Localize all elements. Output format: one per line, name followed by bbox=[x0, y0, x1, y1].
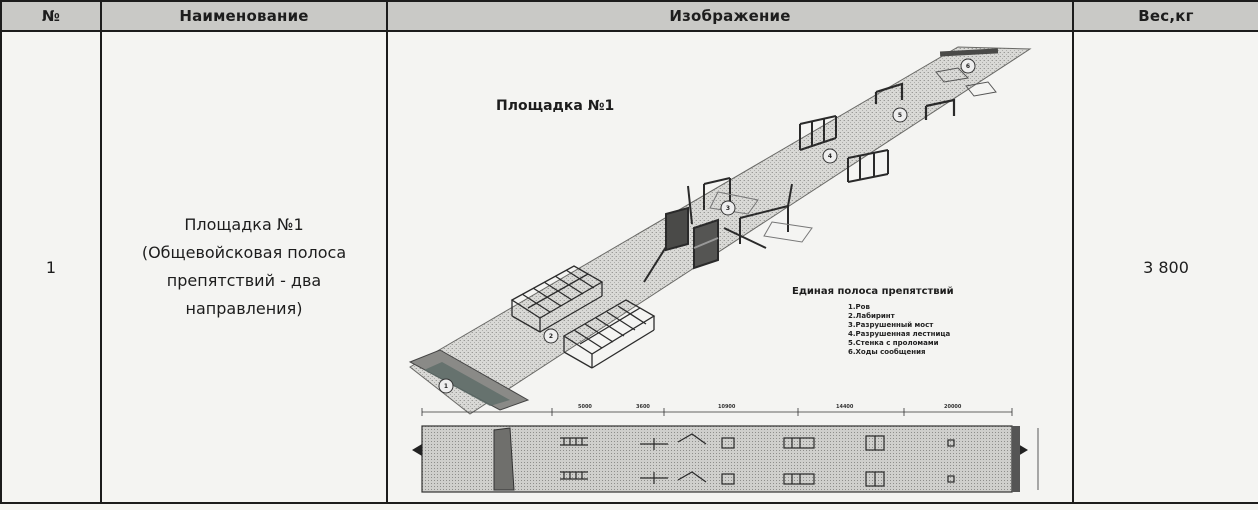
plan-view bbox=[412, 425, 1039, 493]
dimension-label: 5000 bbox=[578, 404, 592, 410]
legend-item: 3.Разрушенный мост bbox=[848, 321, 934, 329]
row-name-line: Площадка №1 bbox=[184, 215, 304, 234]
legend-title: Единая полоса препятствий bbox=[792, 286, 954, 297]
row-name-line: (Общевойсковая полоса bbox=[141, 243, 347, 262]
dimension-label: 20000 bbox=[944, 404, 962, 410]
header-row: № Наименование Изображение Вес,кг bbox=[0, 0, 1258, 32]
header-num: № bbox=[0, 0, 102, 32]
wall-with-breaches bbox=[874, 82, 956, 120]
platform-strip bbox=[409, 46, 1032, 415]
table-row: 1 Площадка №1 (Общевойсковая полоса преп… bbox=[0, 30, 1258, 504]
broken-ladder bbox=[799, 115, 889, 183]
legend-item: 4.Разрушенная лестница bbox=[848, 330, 951, 338]
legend: 1.Ров 2.Лабиринт 3.Разрушенный мост 4.Ра… bbox=[848, 303, 951, 356]
zone-number: 4 bbox=[828, 153, 832, 160]
legend-item: 6.Ходы сообщения bbox=[848, 348, 926, 356]
header-image: Изображение bbox=[386, 0, 1074, 32]
row-name-line: препятствий - два bbox=[166, 271, 322, 290]
zone-number: 3 bbox=[726, 205, 730, 212]
legend-item: 5.Стенка с проломами bbox=[848, 339, 939, 347]
zone-number: 5 bbox=[898, 112, 902, 119]
dimension-label: 10900 bbox=[718, 404, 736, 410]
obstacle-course-drawing: 1 2 3 4 5 6 Площадка №1 bbox=[408, 46, 1039, 493]
zone-number: 2 bbox=[549, 333, 553, 340]
dimension-line bbox=[421, 408, 1013, 416]
header-weight: Вес,кг bbox=[1072, 0, 1258, 32]
broken-bridge bbox=[643, 177, 793, 283]
row-name: Площадка №1 (Общевойсковая полоса препят… bbox=[100, 30, 388, 504]
trenches bbox=[935, 67, 997, 97]
legend-item: 1.Ров bbox=[848, 303, 870, 311]
header-name: Наименование bbox=[100, 0, 388, 32]
row-image: 1 2 3 4 5 6 Площадка №1 bbox=[386, 30, 1074, 504]
row-name-line: направления) bbox=[185, 299, 303, 318]
labyrinth-1 bbox=[510, 265, 604, 333]
row-num: 1 bbox=[0, 30, 102, 504]
zone-markers: 1 2 3 4 5 6 bbox=[438, 58, 976, 394]
legend-item: 2.Лабиринт bbox=[848, 312, 896, 320]
dimension-label: 3600 bbox=[636, 404, 650, 410]
dimension-label: 14400 bbox=[836, 404, 854, 410]
zone-number: 6 bbox=[966, 63, 970, 70]
row-weight: 3 800 bbox=[1072, 30, 1258, 504]
labyrinth-2 bbox=[562, 299, 656, 369]
zone-number: 1 bbox=[444, 383, 448, 390]
drawing-title: Площадка №1 bbox=[496, 98, 614, 114]
